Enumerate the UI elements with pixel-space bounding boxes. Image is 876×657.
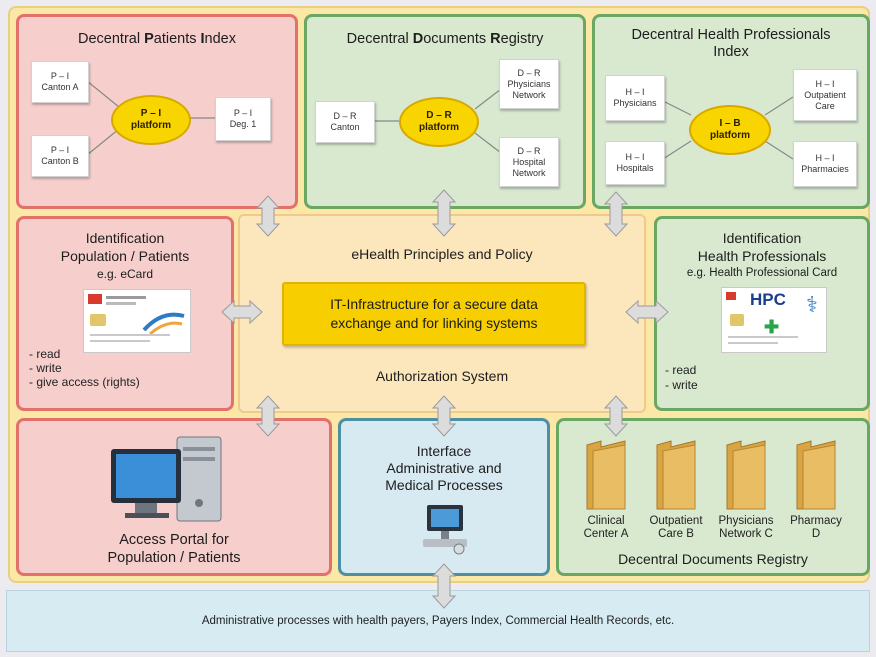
right-read: - read (29, 347, 61, 361)
payers-footer-text: Administrative processes with health pay… (201, 615, 675, 627)
identification-professionals-rights: - read - write (665, 363, 698, 393)
identification-patients-rights: - read - write - give access (rights) (29, 347, 140, 389)
hpc-card-label: HPC (750, 290, 786, 309)
hpc-card-image: HPC ✚ ⚕ (721, 287, 827, 353)
patients-index-panel: Decentral Patients Index P – I Canton A … (16, 14, 298, 209)
documents-registry-bottom-label: Decentral Documents Registry (618, 551, 808, 567)
node-d-r-canton: D – R Canton (315, 101, 375, 143)
double-arrow-icon (603, 395, 629, 437)
right-read: - read (665, 363, 697, 377)
documents-registry-links (373, 88, 502, 154)
double-arrow-icon (255, 395, 281, 437)
folder-icon (726, 440, 766, 510)
folder-label: Clinical Center A (583, 515, 629, 540)
health-professionals-index-title: Decentral Health Professionals Index (631, 27, 831, 60)
double-arrow-icon (221, 299, 263, 325)
right-write: - write (665, 378, 698, 392)
p-i-platform-hub: P – I platform (111, 95, 191, 145)
documents-registry-title: Decentral Documents Registry (346, 31, 544, 47)
authorization-system-label: Authorization System (375, 368, 509, 384)
computer-icon (111, 436, 222, 522)
double-arrow-icon (431, 395, 457, 437)
caduceus-icon: ⚕ (806, 292, 818, 317)
node-p-i-deg: P – I Deg. 1 (215, 97, 271, 141)
ehealth-center-panel: eHealth Principles and Policy IT-Infrast… (238, 214, 646, 413)
ehealth-principles-label: eHealth Principles and Policy (351, 246, 533, 262)
d-r-platform-hub: D – R platform (399, 97, 479, 147)
folder-icon (796, 440, 836, 510)
i-b-platform-hub: I – B platform (689, 105, 771, 155)
node-h-i-physicians: H – I Physicians (605, 75, 665, 121)
double-arrow-icon (603, 191, 629, 237)
patients-index-title: Decentral Patients Index (78, 31, 236, 47)
access-portal-panel: Access Portal for Population / Patients (16, 418, 332, 576)
folder-label: Outpatient Care B (649, 515, 703, 540)
node-d-r-hospital-network: D – R Hospital Network (499, 137, 559, 187)
identification-patients-panel: Identification Population / Patients e.g… (16, 216, 234, 411)
medical-cross-icon: ✚ (764, 317, 780, 337)
health-professionals-links (662, 96, 794, 160)
folder-label: Pharmacy D (790, 515, 842, 540)
interface-label: Interface Administrative and Medical Pro… (385, 443, 503, 493)
node-d-r-physicians-network: D – R Physicians Network (499, 59, 559, 109)
right-write: - write (29, 361, 62, 375)
folder-icon (656, 440, 696, 510)
folder-icon (586, 440, 626, 510)
double-arrow-icon (255, 195, 281, 237)
folder-label: Physicians Network C (718, 515, 774, 540)
ecard-swoosh-icon (142, 312, 185, 336)
interface-panel: Interface Administrative and Medical Pro… (338, 418, 550, 576)
node-h-i-outpatient-care: H – I Outpatient Care (793, 69, 857, 121)
health-professionals-index-panel: Decentral Health Professionals Index H –… (592, 14, 870, 209)
node-p-i-canton-b: P – I Canton B (31, 135, 89, 177)
identification-patients-title: Identification Population / Patients (60, 230, 190, 264)
identification-professionals-panel: Identification Health Professionals e.g.… (654, 216, 870, 411)
node-h-i-hospitals: H – I Hospitals (605, 141, 665, 185)
it-infrastructure-box: IT-Infrastructure for a secure data exch… (282, 282, 586, 346)
node-h-i-pharmacies: H – I Pharmacies (793, 141, 857, 187)
right-give-access: - give access (rights) (29, 375, 140, 389)
double-arrow-icon (431, 563, 457, 609)
access-portal-label: Access Portal for Population / Patients (107, 532, 241, 566)
double-arrow-icon (431, 189, 457, 237)
ecard-image (83, 289, 191, 353)
double-arrow-icon (625, 299, 669, 325)
node-p-i-canton-a: P – I Canton A (31, 61, 89, 103)
medical-device-icon (423, 505, 467, 555)
documents-registry-bottom-panel: Clinical Center A Outpatient Care B Physic… (556, 418, 870, 576)
identification-professionals-subtitle: e.g. Health Professional Card (686, 267, 838, 279)
identification-professionals-title: Identification Health Professionals (697, 230, 827, 264)
identification-patients-subtitle: e.g. eCard (96, 267, 154, 281)
